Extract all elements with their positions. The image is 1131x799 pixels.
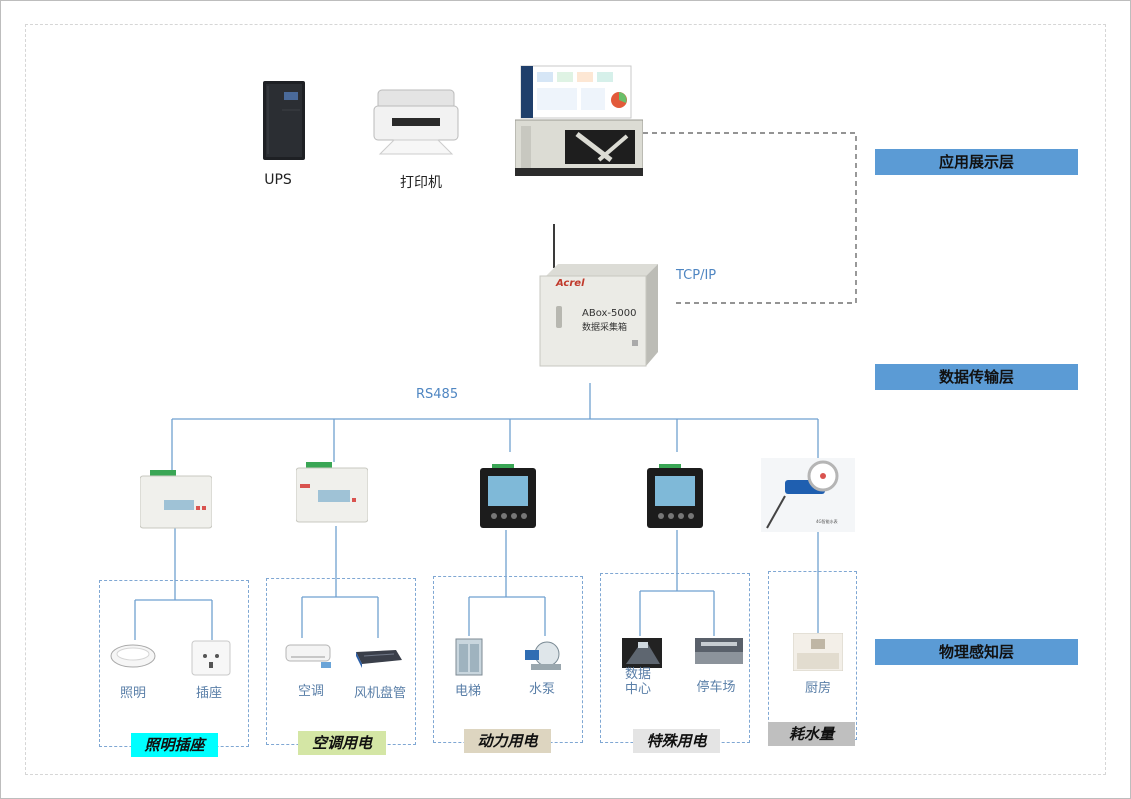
fan-coil-icon: [356, 650, 402, 668]
group-item-label: 水泵: [528, 682, 555, 697]
printer-icon: [373, 89, 459, 155]
ups-cabinet-icon: [263, 81, 305, 160]
rail-energy-meter-icon: [296, 462, 368, 523]
panel-power-meter-icon: [480, 464, 536, 528]
printer-label: 打印机: [400, 175, 442, 191]
group-label-water: 耗水量: [768, 722, 855, 746]
elevator-icon: [455, 638, 483, 676]
gateway-name: 数据采集箱: [582, 323, 628, 333]
group-item-label: 停车场: [696, 680, 736, 695]
data-center-icon: [622, 638, 662, 668]
group-item-label: 风机盘管: [353, 686, 406, 701]
data-collection-box-icon: [539, 224, 658, 367]
industrial-computer-icon: [515, 65, 643, 176]
group-item-label: 厨房: [804, 681, 831, 696]
group-item-label: 电梯: [454, 684, 481, 699]
rail-energy-meter-icon: [140, 470, 212, 529]
ceiling-light-icon: [110, 644, 156, 668]
air-conditioner-icon: [285, 644, 331, 668]
water-pump-icon: [525, 641, 561, 670]
tcpip-label: TCP/IP: [676, 268, 717, 283]
transport-layer-label: 数据传输层: [875, 364, 1078, 390]
ups-label: UPS: [264, 172, 292, 188]
kitchen-icon: [793, 633, 843, 671]
gateway-brand: Acrel: [556, 278, 585, 289]
group-label-lighting-socket: 照明插座: [131, 733, 218, 757]
group-item-label: 插座: [195, 686, 222, 701]
water-meter-caption: 4G智能水表: [816, 519, 838, 524]
gateway-model: ABox-5000: [582, 308, 637, 319]
water-meter-icon: [761, 458, 855, 532]
wall-socket-icon: [191, 640, 231, 676]
group-label-power: 动力用电: [464, 729, 551, 753]
parking-lot-icon: [695, 638, 743, 664]
physical-layer-label: 物理感知层: [875, 639, 1078, 665]
group-label-special: 特殊用电: [633, 729, 720, 753]
tcpip-link: [643, 132, 857, 304]
group-label-hvac: 空调用电: [298, 731, 386, 755]
group-item-label: 照明: [119, 686, 146, 701]
application-layer-label: 应用展示层: [875, 149, 1078, 175]
rs485-label: RS485: [416, 387, 459, 402]
group-item-label: 空调: [297, 684, 324, 699]
group-item-label: 数据 中心: [624, 667, 651, 697]
panel-power-meter-icon: [647, 464, 703, 528]
inner-frame: [25, 24, 1106, 775]
